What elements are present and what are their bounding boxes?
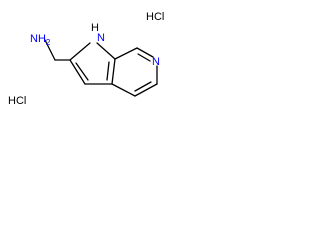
bond-c5-c4-double [134, 81, 152, 92]
bond-c7-n6-double [137, 53, 151, 62]
hcl-label-top: HCl [146, 11, 164, 23]
pyrrole-h-label: H [91, 22, 99, 34]
bond-c3a-c7a [111, 58, 116, 85]
amine-label-main: NH [30, 33, 46, 45]
bond-c2-n1 [69, 42, 91, 61]
hcl-label-bottom: HCl [8, 95, 26, 107]
amine-label: NH2 [30, 33, 51, 47]
bond-c4-c3a [111, 83, 136, 97]
bond-c3a-c7a-double [106, 61, 110, 81]
bond-n1-c7a [96, 42, 116, 60]
pyrrole-n-label: N [97, 32, 105, 44]
bond-c2-c3-double [75, 62, 89, 81]
amine-label-subscript: 2 [46, 38, 51, 47]
bond-ch2-nh2 [44, 39, 56, 61]
pyridine-n-label: N [152, 56, 160, 68]
chemical-structure: HCl HCl NH2 H N N [8, 11, 164, 107]
bond-c7a-c7 [114, 47, 138, 60]
bond-group [44, 39, 158, 97]
bond-c7-n6 [136, 47, 154, 58]
bond-c5-c4 [134, 83, 158, 97]
bond-c2-c3 [69, 59, 86, 85]
